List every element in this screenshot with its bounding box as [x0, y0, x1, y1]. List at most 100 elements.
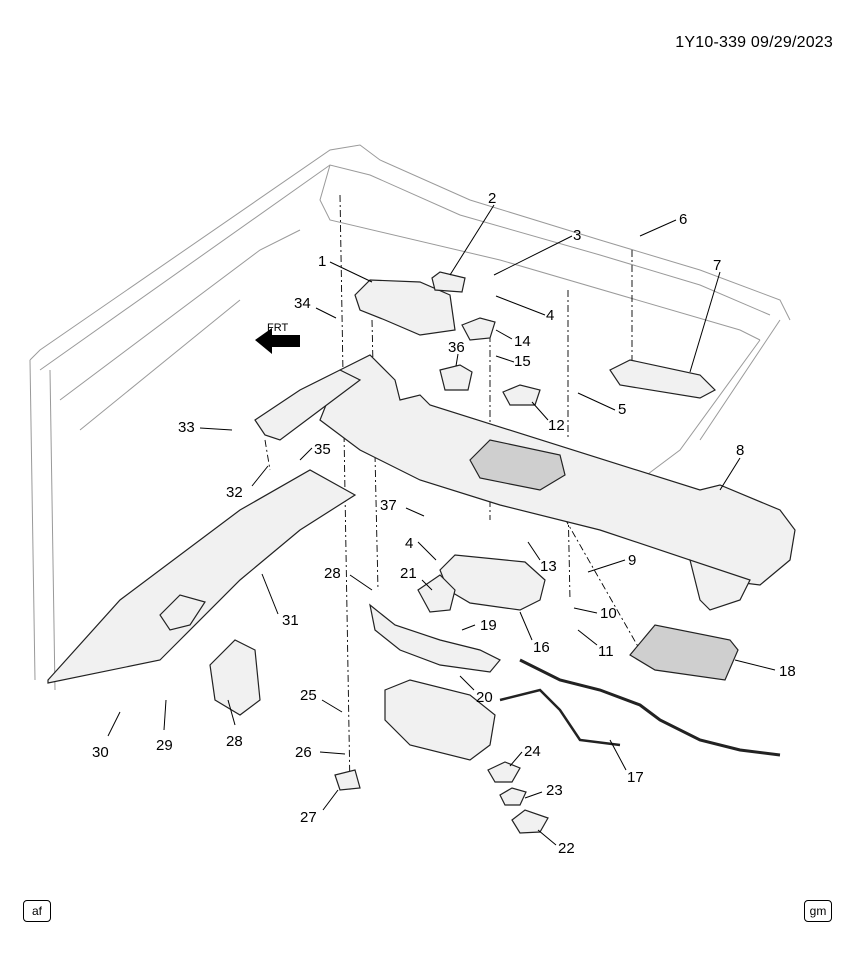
callout-leader — [493, 235, 573, 276]
callout-leader — [495, 355, 515, 363]
callout-leader — [495, 295, 546, 316]
callout-leader — [609, 739, 627, 771]
callout-leader — [573, 607, 598, 614]
callout-leader — [587, 559, 626, 573]
callout-leader — [455, 353, 459, 367]
mirror-cover — [417, 574, 456, 613]
front-direction-arrow: FRT — [255, 322, 300, 354]
wiring-branch — [499, 688, 621, 747]
callout-14: 14 — [514, 333, 531, 350]
bracket-part-36 — [439, 364, 473, 391]
af-badge: af — [23, 900, 51, 922]
direction-label: FRT — [267, 322, 288, 334]
callout-leader — [577, 392, 616, 411]
sunvisor-trim — [369, 603, 501, 673]
callout-leader — [524, 791, 543, 799]
vehicle-body-outline — [29, 144, 791, 691]
sun-visor — [384, 679, 496, 761]
callout-leader — [315, 307, 337, 319]
callout-leader — [461, 624, 476, 631]
callout-leader — [519, 611, 533, 641]
callout-17: 17 — [627, 769, 644, 786]
callout-leader — [537, 829, 557, 846]
assist-handle — [209, 639, 261, 716]
bracket-part-7 — [609, 359, 716, 399]
module-part-2 — [431, 271, 466, 293]
callout-27: 27 — [300, 809, 317, 826]
callout-28b: 28 — [226, 733, 243, 750]
callout-1: 1 — [318, 253, 326, 270]
callout-leader — [577, 629, 598, 646]
callout-35: 35 — [314, 441, 331, 458]
callout-5: 5 — [618, 401, 626, 418]
callout-34: 34 — [294, 295, 311, 312]
callout-16: 16 — [533, 639, 550, 656]
callout-leader — [405, 507, 425, 517]
callout-leader — [199, 427, 233, 431]
visor-clip — [334, 769, 361, 791]
callout-leader — [509, 751, 523, 767]
callout-8: 8 — [736, 442, 744, 459]
callout-12: 12 — [548, 417, 565, 434]
callout-leader — [459, 675, 475, 691]
lamp-lens — [511, 809, 549, 834]
pillar-upper-trim — [254, 369, 362, 441]
callout-11: 11 — [598, 643, 614, 660]
callout-2: 2 — [488, 190, 496, 207]
roof-console-bracket — [354, 279, 456, 336]
callout-leader — [322, 789, 339, 811]
callout-20: 20 — [476, 689, 493, 706]
callout-leader — [261, 573, 279, 615]
callout-leader — [163, 699, 167, 731]
callout-9: 9 — [628, 552, 636, 569]
bracket-part-12 — [502, 384, 541, 406]
callout-leader — [251, 465, 269, 487]
callout-leader — [319, 751, 346, 755]
callout-10: 10 — [600, 605, 617, 622]
callout-leader — [421, 579, 433, 591]
lamp-switch — [487, 761, 521, 783]
callout-36: 36 — [448, 339, 465, 356]
callout-30: 30 — [92, 744, 109, 761]
callout-3: 3 — [573, 227, 581, 244]
callout-leader — [349, 574, 373, 591]
callout-4a: 4 — [546, 307, 554, 324]
callout-26: 26 — [295, 744, 312, 761]
callout-leader — [321, 699, 343, 713]
callout-leader — [449, 204, 495, 276]
callout-18: 18 — [779, 663, 796, 680]
callout-7: 7 — [713, 257, 721, 274]
callout-21: 21 — [400, 565, 417, 582]
callout-leader — [107, 711, 121, 737]
callout-leader — [689, 271, 721, 373]
diagram-code-date: 1Y10-339 09/29/2023 — [675, 34, 833, 51]
bracket-part-14 — [461, 317, 496, 341]
callout-leader — [719, 457, 741, 491]
callout-leader — [734, 659, 776, 671]
rearview-mirror — [439, 554, 546, 611]
assist-handle-bezel — [159, 594, 206, 631]
callout-leader — [527, 541, 541, 561]
callout-19: 19 — [480, 617, 497, 634]
callout-28a: 28 — [324, 565, 341, 582]
lamp-housing — [499, 787, 527, 806]
callout-31: 31 — [282, 612, 299, 629]
headliner-rear-tab — [689, 559, 751, 611]
callout-leader — [417, 541, 437, 561]
callout-24: 24 — [524, 743, 541, 760]
callout-25: 25 — [300, 687, 317, 704]
headliner-console-opening — [469, 439, 566, 491]
callout-leader — [639, 219, 677, 237]
callout-33: 33 — [178, 419, 195, 436]
callout-leader — [531, 401, 549, 421]
callout-29: 29 — [156, 737, 173, 754]
callout-15: 15 — [514, 353, 531, 370]
callout-13: 13 — [540, 558, 557, 575]
gm-logo-badge: gm — [804, 900, 832, 922]
callout-leader — [227, 699, 236, 726]
callout-32: 32 — [226, 484, 243, 501]
callout-leader — [329, 261, 373, 283]
callout-leader — [299, 447, 313, 461]
overhead-console — [629, 624, 739, 681]
